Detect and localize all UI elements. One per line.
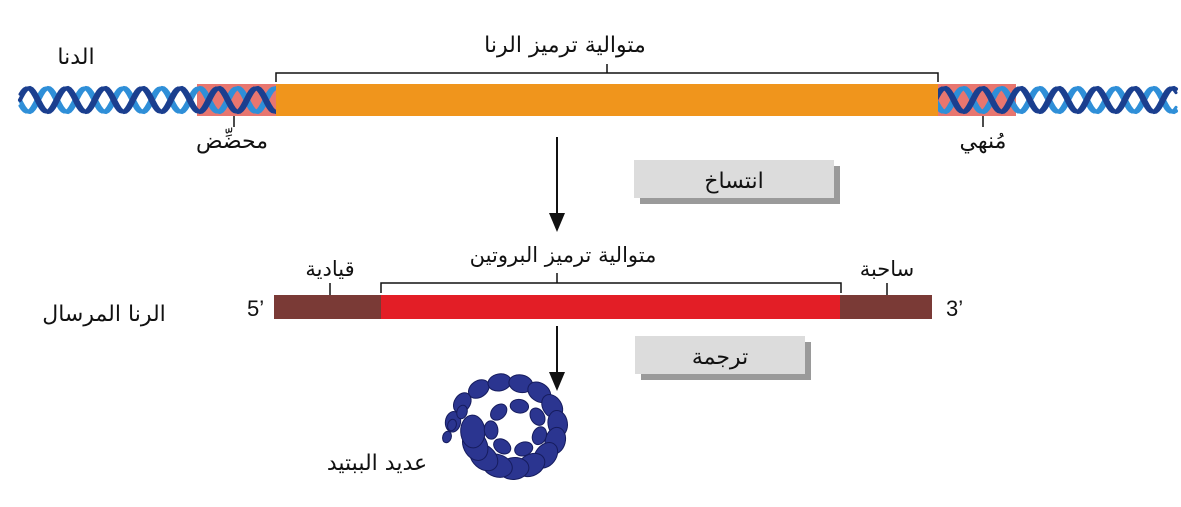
promoter-label: محضِّض	[196, 128, 268, 154]
transcription-box	[634, 160, 834, 198]
terminator-label: مُنهي	[960, 129, 1007, 154]
mrna-label: الرنا المرسال	[42, 302, 166, 327]
dna-strand	[934, 86, 1178, 114]
arrow-down-icon	[549, 137, 565, 232]
three-prime-label: 3’	[946, 296, 963, 321]
transcription-label: انتساخ	[704, 169, 763, 194]
bead-chain-icon	[442, 373, 568, 480]
arrow-down-icon	[549, 326, 565, 391]
protein-coding-bracket	[380, 273, 842, 293]
polypeptide-label: عديد الببتيد	[327, 451, 427, 476]
mrna-trailer-region	[840, 295, 932, 319]
translation-label: ترجمة	[692, 345, 748, 370]
translation-step: ترجمة	[635, 336, 811, 380]
polypeptide-bead	[531, 426, 548, 446]
polypeptide-bead	[490, 403, 508, 421]
polypeptide-bead	[509, 398, 530, 414]
polypeptide-bead	[442, 430, 452, 444]
polypeptide-bead	[493, 438, 512, 455]
polypeptide-bead	[529, 407, 546, 426]
transcription-step: انتساخ	[634, 160, 840, 204]
five-prime-label: 5’	[247, 296, 264, 321]
dna-strand	[18, 86, 278, 114]
rna-coding-region	[276, 84, 938, 116]
dna-strand	[934, 85, 1178, 115]
polypeptide-bead	[447, 418, 457, 432]
dna-label: الدنا	[57, 45, 94, 70]
polypeptide-bead	[483, 420, 499, 440]
leader-label: قيادية	[305, 257, 354, 281]
dna-helix-right	[934, 85, 1178, 115]
dna-strand	[18, 86, 278, 114]
dna-strand	[18, 85, 278, 115]
mrna-coding-region	[381, 295, 841, 319]
dna-strand	[934, 86, 1178, 114]
rna-coding-sequence-label: متوالية ترميز الرنا	[484, 33, 646, 58]
dna-strand	[934, 85, 1178, 115]
polypeptide-bead	[456, 404, 468, 420]
mrna-leader-region	[274, 295, 382, 319]
translation-box	[635, 336, 805, 374]
mrna-row: متوالية ترميز البروتين قيادية ساحبة 5’ 3…	[42, 243, 963, 327]
dna-row: الدنا متوالية ترميز الرنا محضِّض مُنهي	[18, 33, 1178, 154]
protein-coding-sequence-label: متوالية ترميز البروتين	[470, 243, 657, 267]
polypeptide-bead	[514, 441, 534, 457]
rna-coding-bracket	[275, 64, 939, 82]
dna-strand	[18, 85, 278, 115]
trailer-label: ساحبة	[860, 257, 915, 281]
dna-helix-left	[18, 85, 278, 115]
